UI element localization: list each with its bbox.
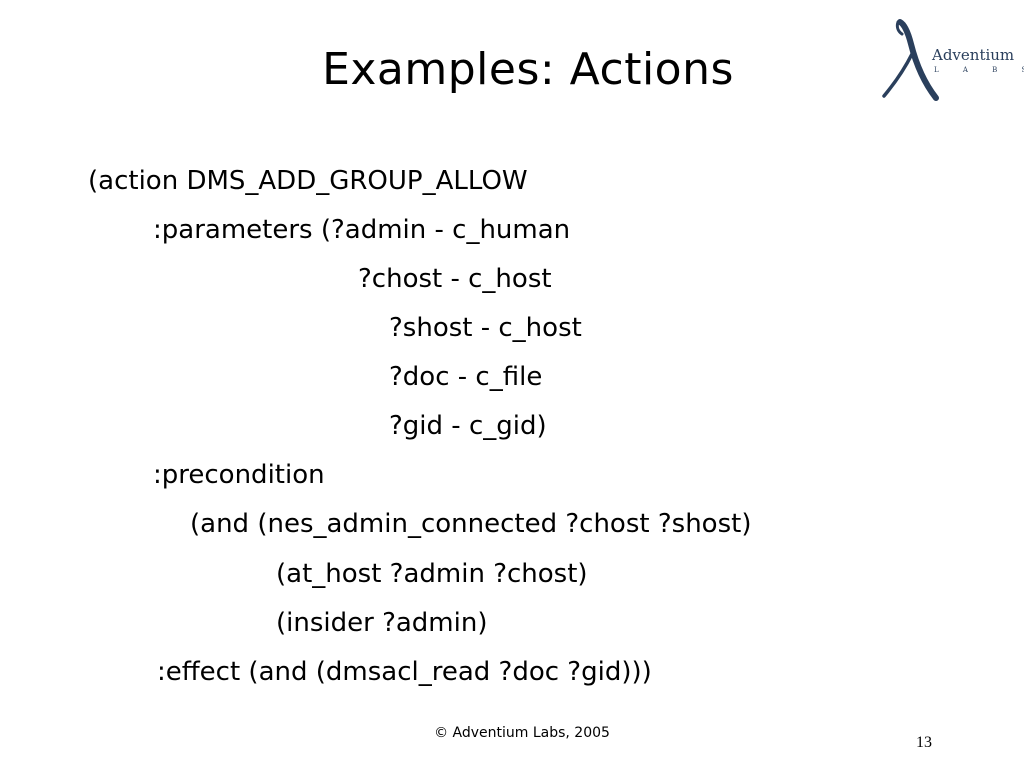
logo-subtitle: L A B S [934, 66, 1024, 74]
logo-name: Adventium [932, 46, 1015, 64]
code-line: ?shost - c_host [389, 313, 582, 343]
code-line: ?chost - c_host [358, 264, 552, 294]
adventium-lambda-icon [882, 19, 939, 101]
code-line: :effect (and (dmsacl_read ?doc ?gid))) [157, 657, 652, 687]
code-line: ?doc - c_file [389, 362, 543, 392]
code-line: (insider ?admin) [276, 608, 488, 638]
slide-title: Examples: Actions [322, 44, 734, 95]
page-number: 13 [916, 734, 932, 751]
code-line: ?gid - c_gid) [389, 411, 547, 441]
company-logo: Adventium L A B S [878, 18, 1024, 104]
footer-copyright: © Adventium Labs, 2005 [434, 725, 610, 741]
code-line: :precondition [153, 460, 325, 490]
code-line: :parameters (?admin - c_human [153, 215, 571, 245]
code-line: (action DMS_ADD_GROUP_ALLOW [88, 166, 528, 196]
code-line: (at_host ?admin ?chost) [276, 559, 588, 589]
code-line: (and (nes_admin_connected ?chost ?shost) [190, 509, 752, 539]
